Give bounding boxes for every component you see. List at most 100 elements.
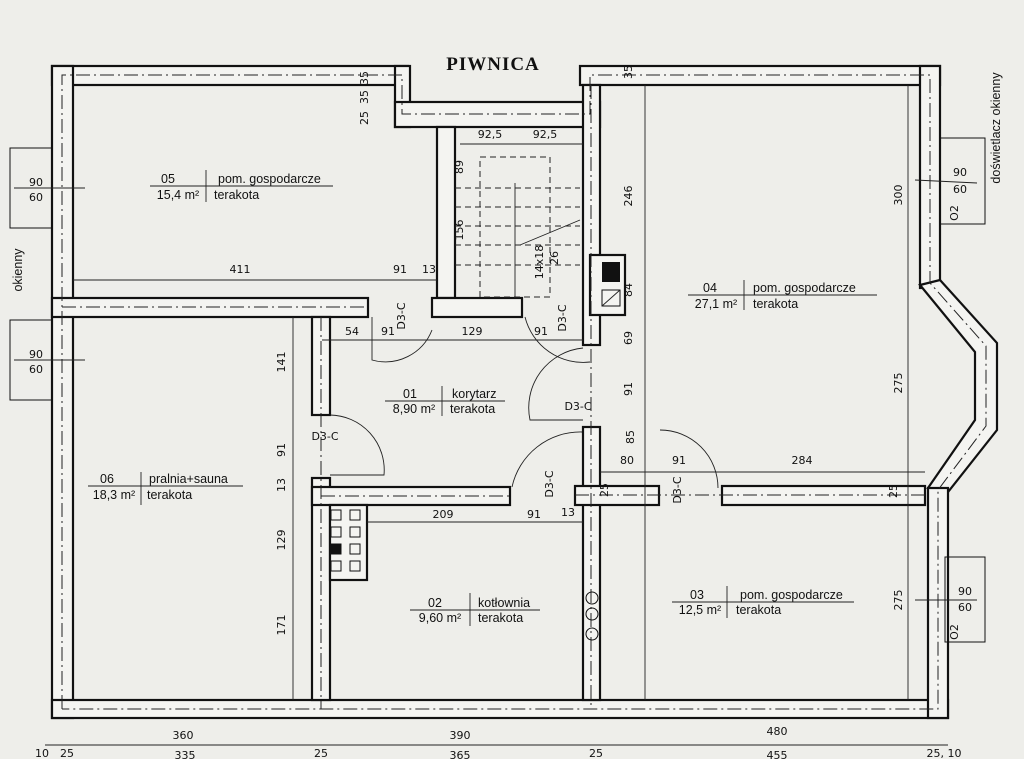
ventilation-block [328, 503, 369, 582]
room-area: 12,5 m² [679, 603, 721, 617]
room-03: 03 12,5 m² pom. gospodarcze terakota [672, 586, 854, 618]
door-label: D3-C [564, 400, 591, 413]
window-height: 60 [958, 601, 972, 614]
dimension-label: 85 [624, 430, 637, 444]
dimension-label: 54 [345, 325, 359, 338]
room-06: 06 18,3 m² pralnia+sauna terakota [88, 472, 243, 505]
room-floor: terakota [450, 402, 495, 416]
door-label: D3-C [395, 302, 408, 329]
dimension-lines [45, 85, 948, 746]
door-swings [329, 316, 719, 489]
walls [50, 64, 999, 720]
room-area: 27,1 m² [695, 297, 737, 311]
dimension-label: 275 [892, 373, 905, 394]
room-area: 8,90 m² [393, 402, 435, 416]
room-area: 9,60 m² [419, 611, 461, 625]
dimension-label: 13 [561, 506, 575, 519]
dimension-label: 171 [275, 615, 288, 636]
dimension-label: 156 [453, 220, 466, 241]
dimension-label: 246 [622, 186, 635, 207]
room-name: kotłownia [478, 596, 530, 610]
room-area: 18,3 m² [93, 488, 135, 502]
window-width: 90 [29, 348, 43, 361]
window-width: 90 [29, 176, 43, 189]
room-number: 04 [703, 281, 717, 295]
door-label: D3-C [543, 470, 556, 497]
door-label: D3-C [556, 304, 569, 331]
dimension-label: 411 [230, 263, 251, 276]
dimension-label: 25 [589, 747, 603, 759]
room-name: pom. gospodarcze [753, 281, 856, 295]
window-code: O2 [948, 624, 961, 640]
window-labels: 90 60 90 60 90 60 O2 90 60 O2 doświetlac… [11, 72, 1003, 640]
plan-title: PIWNICA [446, 54, 540, 75]
dimension-label: 35 [358, 71, 371, 85]
dimension-label: 91 [672, 454, 686, 467]
room-floor: terakota [478, 611, 523, 625]
dimension-label: 25 [887, 484, 900, 498]
windows [9, 137, 986, 643]
dimension-label: 91 [534, 325, 548, 338]
window-width: 90 [958, 585, 972, 598]
dimension-label: 360 [173, 729, 194, 742]
dimension-label: 209 [433, 508, 454, 521]
dimension-label: 25, 10 [927, 747, 962, 759]
room-area: 15,4 m² [157, 188, 199, 202]
centerlines [61, 74, 987, 710]
dimension-label: 13 [275, 478, 288, 492]
dimension-label: 26 [548, 251, 561, 265]
dimension-label: 480 [767, 725, 788, 738]
dimension-label: 335 [175, 749, 196, 759]
window-note-left: okienny [11, 248, 25, 292]
dimension-label: 129 [275, 530, 288, 551]
window-width: 90 [953, 166, 967, 179]
dimension-label: 25 [314, 747, 328, 759]
room-number: 01 [403, 387, 417, 401]
dimension-label: 91 [275, 443, 288, 457]
window-height: 60 [29, 191, 43, 204]
door-labels: D3-C D3-C D3-C D3-C D3-C D3-C [311, 302, 684, 503]
window-note-right: doświetlacz okienny [989, 72, 1003, 184]
room-number: 06 [100, 472, 114, 486]
room-01: 01 8,90 m² korytarz terakota [385, 386, 505, 416]
dimension-label: 390 [450, 729, 471, 742]
dimension-label: 91 [381, 325, 395, 338]
dimension-label: 284 [792, 454, 813, 467]
dimension-label: 91 [393, 263, 407, 276]
wall-stair-bottom [430, 296, 524, 319]
dimension-label: 89 [453, 160, 466, 174]
dimension-label: 10 [35, 747, 49, 759]
room-05: 05 15,4 m² pom. gospodarcze terakota [150, 170, 333, 202]
room-number: 03 [690, 588, 704, 602]
door-label: D3-C [311, 430, 338, 443]
room-number: 05 [161, 172, 175, 186]
chimney-flues [330, 262, 621, 641]
dimension-label: 129 [462, 325, 483, 338]
wall-bay [918, 278, 999, 494]
wall-stair-left [435, 125, 457, 300]
door-label: D3-C [671, 476, 684, 503]
room-labels: 05 15,4 m² pom. gospodarcze terakota 04 … [88, 170, 877, 626]
wall-02-03 [581, 425, 602, 702]
room-floor: terakota [736, 603, 781, 617]
dimension-label: 91 [527, 508, 541, 521]
room-name: pom. gospodarcze [740, 588, 843, 602]
dimension-label: 69 [622, 331, 635, 345]
dimension-label: 13 [422, 263, 436, 276]
dimension-label: 25 [60, 747, 74, 759]
dimension-label: 141 [275, 352, 288, 373]
dimension-label: 25 [598, 483, 611, 497]
dimension-label: 80 [620, 454, 634, 467]
room-04: 04 27,1 m² pom. gospodarcze terakota [688, 280, 877, 311]
window-height: 60 [29, 363, 43, 376]
dimension-label: 92,5 [533, 128, 558, 141]
dimension-label: 14x18 [533, 245, 546, 280]
staircase [455, 156, 581, 298]
room-number: 02 [428, 596, 442, 610]
dimension-label: 275 [892, 590, 905, 611]
window-code: O2 [948, 205, 961, 221]
room-name: pom. gospodarcze [218, 172, 321, 186]
dimension-label: 35 [622, 65, 635, 79]
room-02: 02 9,60 m² kotłownia terakota [410, 593, 540, 626]
